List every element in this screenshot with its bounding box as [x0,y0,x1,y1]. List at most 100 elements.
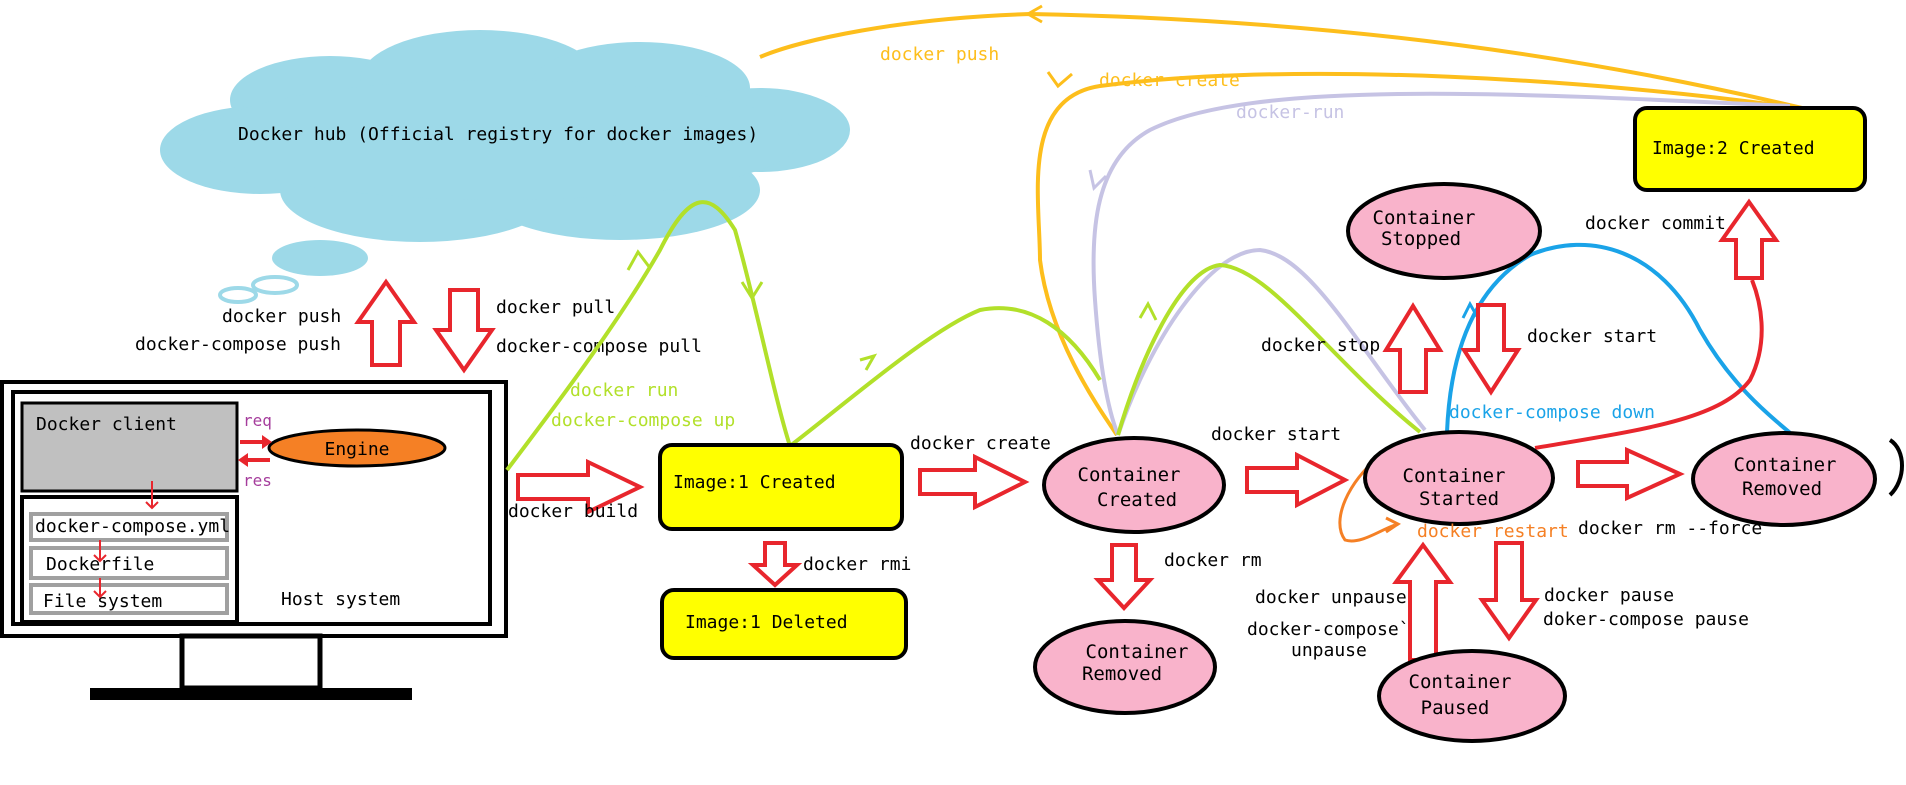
docker-client-label: Docker client [36,414,177,435]
docker-pause-arrow [1478,541,1540,642]
docker-pause-label: docker pause [1544,585,1674,606]
container-stopped-label-2: Stopped [1381,228,1461,250]
container-removed-label-1: Container [1086,641,1189,663]
docker-stop-arrow [1382,302,1444,394]
compose-unpause-label-2: unpause [1291,640,1367,661]
container-removed-node [1033,619,1217,715]
lavender-loop-flow [1116,247,1427,436]
compose-push-label: docker-compose push [135,334,341,355]
files-group [20,495,239,624]
docker-restart-label: docker restart [1417,521,1569,542]
docker-create-arrow [918,453,1030,511]
image2-created-label: Image:2 Created [1652,138,1815,159]
green-arrowhead-1 [626,249,652,271]
compose-up-label: docker-compose up [551,410,735,431]
compose-down-flow [1445,242,1802,444]
dockerfile-box [29,546,229,580]
docker-create-top-label: docker create [1099,70,1240,91]
container-removed-2-label-2: Removed [1742,478,1822,500]
container-created-label-2: Created [1097,489,1177,511]
compose-down-label: docker-compose down [1449,402,1655,423]
docker-unpause-label: docker unpause [1255,587,1407,608]
docker-rmi-label: docker rmi [803,554,911,575]
engine-label: Engine [324,439,389,460]
docker-rm-force-label: docker rm --force [1578,518,1762,539]
container-paused-label-1: Container [1409,671,1512,693]
docker-push-flow [759,11,1803,110]
compose-pause-label: doker-compose pause [1543,609,1749,630]
container-removed-2-label-1: Container [1734,454,1837,476]
docker-run-green-label: docker run [570,380,678,401]
docker-push-top-label: docker push [880,44,999,65]
docker-create-flow [1035,71,1799,437]
docker-rmi-arrow [747,541,803,588]
docker-build-arrow [516,458,645,516]
image1-deleted-node [660,588,908,660]
container-created-node [1042,436,1226,534]
engine-node [267,428,447,468]
docker-hub-label: Docker hub (Official registry for docker… [238,124,758,145]
docker-commit-curve [1534,279,1764,450]
image1-created-label: Image:1 Created [673,472,836,493]
docker-run-top-label: docker-run [1236,102,1344,123]
res-arrow [238,453,270,467]
right-edge-curve [1888,438,1904,497]
docker-pull-label: docker pull [496,297,615,318]
green-loop-flow [1116,262,1422,436]
host-system-label: Host system [281,589,400,610]
docker-start-right-label: docker start [1527,326,1657,347]
docker-run-green-flow [505,200,792,472]
restart-arrowhead [1385,516,1401,534]
container-started-label-2: Started [1419,488,1499,510]
docker-hub-cloud [160,30,850,304]
compose-down-arrowhead [1461,300,1480,319]
docker-run-flow [1091,91,1791,436]
container-paused-node [1377,649,1567,743]
container-started-node [1363,430,1555,526]
image1-created-node [658,443,904,531]
pull-arrow [432,288,496,374]
docker-push-flow-arrowhead [1024,4,1043,24]
container-removed-2-node [1691,431,1877,527]
compose-file-label: docker-compose.yml [35,516,230,537]
filesystem-box [29,583,229,615]
dockerfile-label: Dockerfile [46,554,154,575]
green-image-to-container [788,306,1102,448]
container-removed-label-2: Removed [1082,663,1162,685]
req-arrow [240,435,272,449]
req-label: req [243,411,272,430]
container-started-label-1: Container [1403,465,1506,487]
docker-create-flow-arrowhead [1046,71,1073,89]
compose-file-box [29,512,229,542]
filesystem-label: File system [43,591,162,612]
docker-stop-label: docker stop [1261,335,1380,356]
rm-force-arrow [1576,446,1685,502]
green-arrowhead-3 [859,353,878,371]
compose-unpause-label-1: docker-compose` [1247,619,1410,640]
container-created-label-1: Container [1078,464,1181,486]
green-arrowhead-4 [1138,300,1158,321]
push-arrow [354,278,418,367]
res-label: res [243,471,272,490]
docker-rm-label: docker rm [1164,550,1262,571]
docker-start-down-arrow [1460,303,1522,396]
image1-deleted-label: Image:1 Deleted [685,612,848,633]
container-stopped-label-1: Container [1373,207,1476,229]
host-monitor [0,380,508,700]
docker-commit-arrow [1718,198,1780,280]
host-internal-arrows [93,481,159,599]
container-stopped-node [1346,182,1542,280]
docker-create-mid-label: docker create [910,433,1051,454]
docker-commit-label: docker commit [1585,213,1726,234]
image2-created-node [1633,106,1867,192]
docker-build-label: docker build [508,501,638,522]
docker-push-left-label: docker push [222,306,341,327]
docker-start-arrow [1245,451,1350,509]
docker-run-flow-arrowhead [1088,169,1108,191]
docker-start-mid-label: docker start [1211,424,1341,445]
container-paused-label-2: Paused [1421,697,1490,719]
docker-unpause-arrow [1392,541,1454,662]
green-arrowhead-2 [740,281,764,301]
